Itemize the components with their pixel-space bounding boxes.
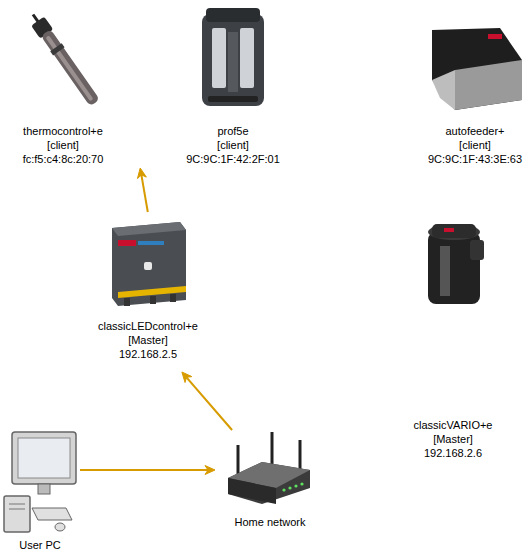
device-name: thermocontrol+e [10, 124, 116, 138]
router-illustration [228, 432, 310, 504]
device-node: Home network [215, 430, 325, 530]
arrow-head [182, 372, 192, 383]
canister-filter-illustration [428, 224, 484, 304]
feeder-illustration [432, 28, 522, 110]
connector-line [186, 377, 232, 430]
device-name: Home network [215, 515, 325, 529]
device-detail: [Master] [400, 432, 506, 446]
device-detail: 9C:9C:1F:43:3E:63 [415, 152, 531, 166]
arrow-head [205, 466, 215, 475]
device-detail: [client] [415, 138, 531, 152]
device-detail: 192.168.2.5 [95, 347, 201, 361]
connector-arrow [137, 168, 147, 212]
device-name: User PC [0, 538, 80, 552]
device-node: thermocontrol+e[client]fc:f5:c4:8c:20:70 [10, 8, 150, 168]
connector-arrow [182, 372, 232, 430]
device-node: prof5e[client]9C:9C:1F:42:2F:01 [170, 8, 296, 168]
computer-illustration [4, 432, 76, 532]
device-detail: fc:f5:c4:8c:20:70 [10, 152, 116, 166]
canister-filter-illustration [202, 8, 264, 106]
connector-line [80, 469, 208, 471]
device-node: classicVARIO+e[Master]192.168.2.6 [400, 212, 506, 462]
device-detail: 9C:9C:1F:42:2F:01 [170, 152, 296, 166]
device-name: classicLEDcontrol+e [95, 319, 201, 333]
device-node: autofeeder+[client]9C:9C:1F:43:3E:63 [415, 8, 531, 168]
device-node: classicLEDcontrol+e[Master]192.168.2.5 [95, 212, 205, 372]
device-detail: [client] [170, 138, 296, 152]
device-name: autofeeder+ [415, 124, 531, 138]
connector-line [141, 175, 147, 212]
device-detail: [client] [10, 138, 116, 152]
arrow-head [137, 168, 146, 179]
controller-illustration [112, 222, 186, 306]
device-node: User PC [0, 428, 80, 552]
device-detail: 192.168.2.6 [400, 446, 506, 460]
device-detail: [Master] [95, 333, 201, 347]
connector-arrow [80, 466, 215, 475]
heater-illustration [26, 10, 101, 108]
device-name: classicVARIO+e [400, 418, 506, 432]
device-name: prof5e [170, 124, 296, 138]
